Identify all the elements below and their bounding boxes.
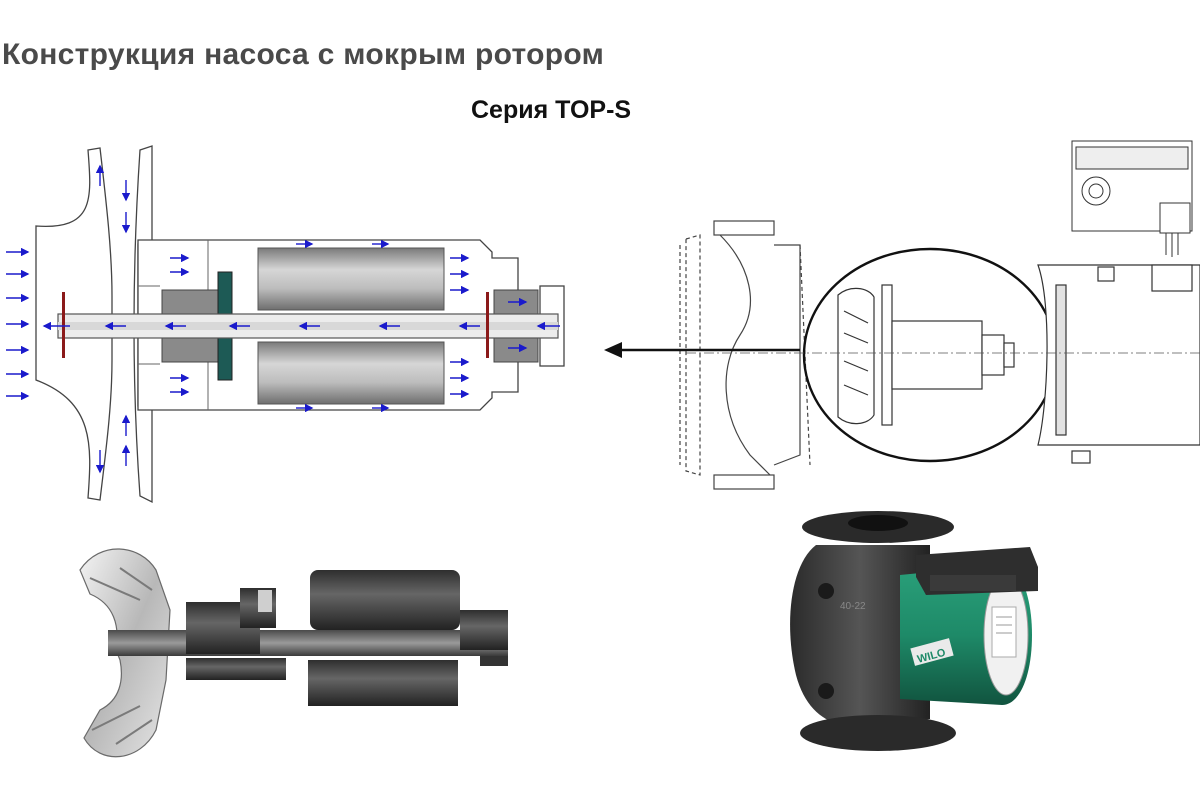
page-title: Конструкция насоса с мокрым ротором xyxy=(2,38,605,71)
seal-red-right xyxy=(486,292,489,358)
control-box-drawing xyxy=(1071,140,1193,257)
volute-housing-drawing xyxy=(679,220,811,490)
direction-arrow-icon xyxy=(604,342,800,358)
rotor-drum-photo xyxy=(310,570,460,630)
bearing-left-lower xyxy=(161,337,221,363)
motor-body-drawing xyxy=(1037,264,1200,464)
seal-teal-lower xyxy=(217,337,233,381)
page-subtitle: Серия TOP-S xyxy=(471,96,632,124)
rotor-assembly-drawing xyxy=(837,284,1015,426)
rotor-lower xyxy=(257,341,445,405)
rotor-shaft-photo xyxy=(79,548,508,758)
bottom-flange xyxy=(800,715,956,751)
pump-cross-section-diagram xyxy=(6,145,565,504)
impeller-backplate xyxy=(133,145,153,504)
pump-technical-drawing xyxy=(604,140,1200,490)
seal-red-left xyxy=(62,292,65,358)
rotor-upper xyxy=(257,247,445,311)
flow-arrow-icon xyxy=(6,164,560,474)
bearing-right-lower xyxy=(493,337,539,363)
seal-teal-upper xyxy=(217,271,233,315)
bearing-left-upper xyxy=(161,289,221,315)
shaft-photo xyxy=(108,630,508,656)
wilo-pump-photo: 40-22 WILO xyxy=(790,511,1038,751)
casting-mark: 40-22 xyxy=(840,601,866,612)
